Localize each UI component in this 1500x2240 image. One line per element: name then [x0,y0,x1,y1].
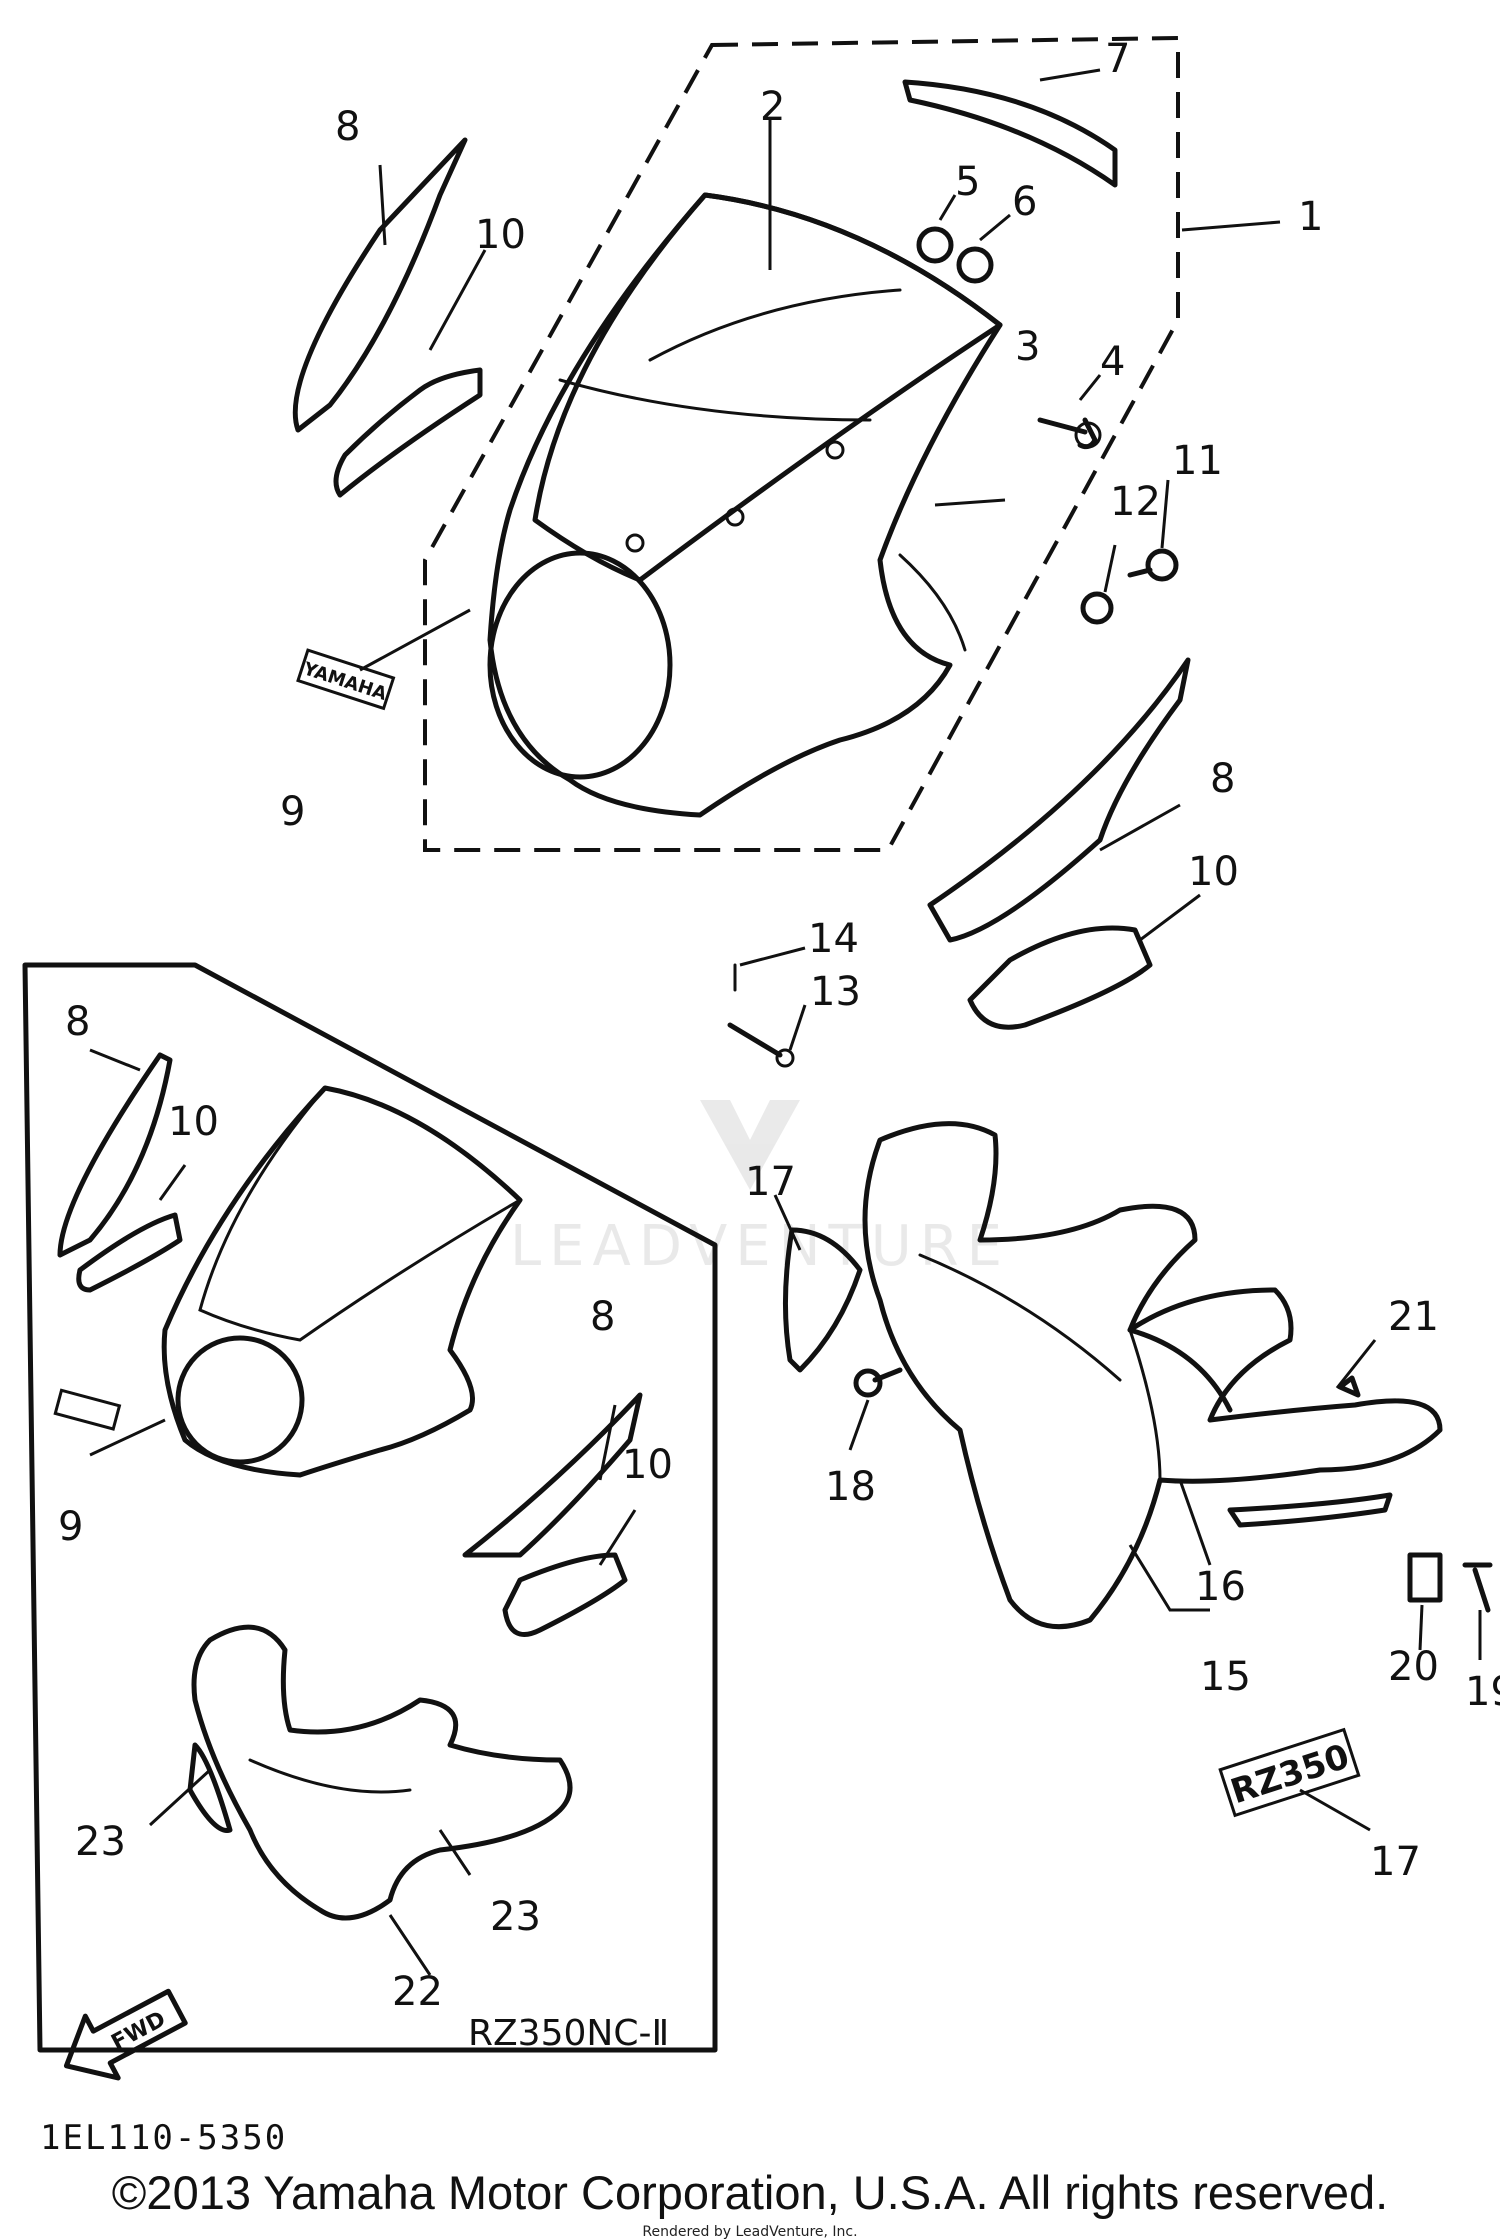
copyright-notice: ©2013 Yamaha Motor Corporation, U.S.A. A… [111,2166,1389,2219]
svg-text:YAMAHA: YAMAHA [300,658,389,705]
callout-11: 11 [1172,438,1223,484]
inset-stripe [57,1052,173,1258]
upper-fairing-assembly: YAMAHA [292,35,1191,1068]
callout-17b: 17 [1370,1839,1421,1885]
callout-18: 18 [825,1464,876,1510]
clip-21 [1337,1375,1361,1398]
callout-10c: 10 [168,1099,219,1145]
callout-10d: 10 [622,1442,673,1488]
stripe-decal [1227,1492,1393,1528]
diagram-number: 1EL110-5350 [40,2118,288,2158]
callout-8c: 8 [65,999,90,1045]
headlight-opening [487,550,673,780]
callout-3: 3 [1015,324,1040,370]
callout-10a: 10 [475,212,526,258]
callout-21: 21 [1388,1294,1439,1340]
lower-cowl [862,1121,1443,1630]
washer [956,246,994,284]
callout-15: 15 [1200,1654,1251,1700]
callout-20: 20 [1388,1644,1439,1690]
callout-14: 14 [808,916,859,962]
inset-bracket-2 [502,1552,628,1637]
decal-17 [782,1227,863,1373]
callout-9a: 9 [280,789,305,835]
inset-fairing [161,1085,523,1478]
callout-8b: 8 [1210,756,1235,802]
watermark-text: LEADVENTURE [510,1214,1010,1279]
collar-20 [1407,1552,1443,1603]
callout-6: 6 [1012,179,1037,225]
windshield-trim [902,79,1118,188]
callout-19: 19 [1465,1669,1500,1715]
callout-16: 16 [1195,1564,1246,1610]
callout-22: 22 [392,1969,443,2015]
bracket [967,925,1153,1030]
callout-labels: 1 2 3 4 5 6 7 8 8 8 8 9 9 10 10 10 10 11… [58,36,1500,2015]
inset-lower-cowl [191,1624,573,1921]
callout-8d: 8 [590,1294,615,1340]
rz350-decal: RZ350 [1218,1727,1361,1818]
callout-23b: 23 [490,1894,541,1940]
model-label: RZ350NC-Ⅱ [468,2013,670,2054]
callout-8a: 8 [335,104,360,150]
callout-5: 5 [955,159,980,205]
side-panel [1127,1327,1233,1413]
fairing-cowling [487,192,1003,818]
inset-variant-box: FWD [22,962,718,2081]
callout-23a: 23 [75,1819,126,1865]
callout-9b: 9 [58,1504,83,1550]
callout-1: 1 [1298,194,1323,240]
bolt-18 [853,1368,883,1398]
callout-2: 2 [760,84,785,130]
stripe-decal [927,657,1191,943]
callout-7: 7 [1105,36,1130,82]
screw-19 [1462,1562,1493,1613]
stripe-decal [292,137,468,433]
inset-border [22,962,718,2053]
leader-lines [89,68,1482,1976]
callout-4: 4 [1100,339,1125,385]
forward-arrow: FWD [63,1988,188,2081]
inset-bracket [76,1212,183,1293]
nut [916,226,954,264]
watermark: LEADVENTURE [510,1100,1010,1279]
grommet [1080,591,1114,625]
callout-13: 13 [810,969,861,1015]
callout-10b: 10 [1188,849,1239,895]
windshield [532,192,1003,583]
inset-yamaha-decal [53,1388,122,1431]
bracket [333,367,483,498]
inset-stripe-2 [462,1392,643,1558]
callout-12: 12 [1110,479,1161,525]
callout-17a: 17 [745,1159,796,1205]
rendered-by-note: Rendered by LeadVenture, Inc. [642,2224,858,2240]
bolt-head [1145,548,1179,582]
